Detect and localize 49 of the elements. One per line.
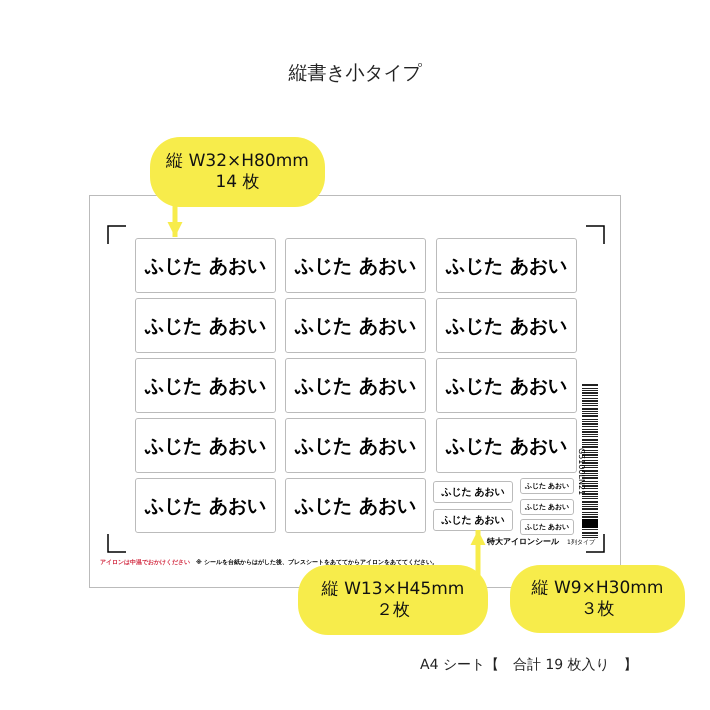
size-text: 14 枚 bbox=[215, 172, 260, 193]
name-sticker bbox=[285, 298, 426, 353]
title: 縦書き小タイプ bbox=[288, 61, 423, 86]
mirrored-name: ふじた あおい bbox=[441, 514, 505, 527]
name-sticker bbox=[520, 499, 574, 515]
name-sticker bbox=[433, 509, 513, 531]
size-tooltip bbox=[510, 565, 685, 633]
size-tooltip bbox=[150, 137, 325, 207]
name-sticker bbox=[433, 481, 513, 503]
name-sticker bbox=[135, 358, 276, 413]
product-type-text: 特大アイロンシール bbox=[487, 536, 559, 547]
mirrored-name: ふじた あおい bbox=[295, 254, 416, 278]
mirrored-name: ふじた あおい bbox=[145, 314, 266, 338]
name-sticker bbox=[436, 418, 577, 473]
name-sticker bbox=[135, 298, 276, 353]
mirrored-name: ふじた あおい bbox=[145, 374, 266, 398]
mirrored-name: ふじた あおい bbox=[446, 434, 567, 458]
size-text: 縦 W9×H30mm bbox=[532, 578, 664, 599]
name-sticker bbox=[285, 418, 426, 473]
mirrored-name: ふじた あおい bbox=[295, 434, 416, 458]
name-sticker bbox=[135, 238, 276, 293]
size-text: ３枚 bbox=[580, 599, 614, 620]
name-sticker bbox=[285, 358, 426, 413]
name-sticker bbox=[520, 478, 574, 494]
mirrored-name: ふじた あおい bbox=[145, 494, 266, 518]
size-tooltip bbox=[298, 565, 488, 635]
name-sticker bbox=[520, 519, 574, 535]
name-sticker bbox=[436, 358, 577, 413]
mirrored-name: ふじた あおい bbox=[145, 434, 266, 458]
name-sticker bbox=[436, 238, 577, 293]
size-text: 縦 W13×H45mm bbox=[322, 579, 464, 600]
name-sticker bbox=[135, 418, 276, 473]
mirrored-name: ふじた あおい bbox=[446, 314, 567, 338]
name-sticker bbox=[285, 238, 426, 293]
size-text: ２枚 bbox=[376, 600, 410, 621]
name-sticker bbox=[285, 478, 426, 533]
mirrored-name: ふじた あおい bbox=[446, 254, 567, 278]
mirrored-name: ふじた あおい bbox=[446, 374, 567, 398]
caption: A4 シート【 合計 19 枚入り 】 bbox=[420, 656, 638, 674]
barcode-number: G5100LN21 bbox=[577, 448, 586, 496]
size-text: 縦 W32×H80mm bbox=[166, 151, 309, 172]
mirrored-name: ふじた あおい bbox=[295, 374, 416, 398]
name-sticker bbox=[436, 298, 577, 353]
mirrored-name: ふじた あおい bbox=[145, 254, 266, 278]
mirrored-name: ふじた あおい bbox=[295, 494, 416, 518]
mirrored-name: ふじた あおい bbox=[295, 314, 416, 338]
name-sticker bbox=[135, 478, 276, 533]
bubble-pointer bbox=[470, 530, 486, 577]
mirrored-name: ふじた あおい bbox=[441, 486, 505, 499]
